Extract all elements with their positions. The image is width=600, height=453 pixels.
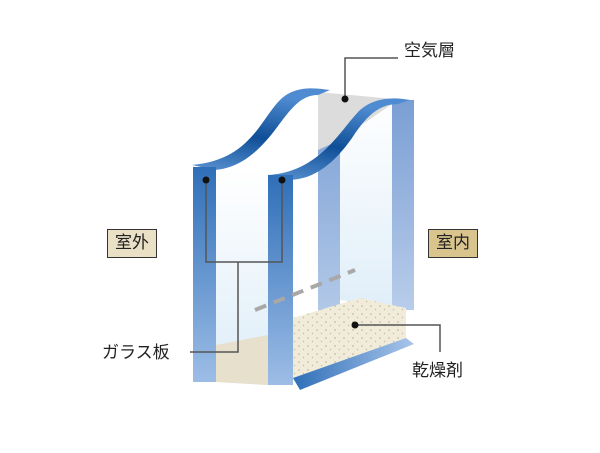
desiccant-label: 乾燥剤	[412, 361, 463, 381]
air-layer-label: 空気層	[404, 41, 455, 61]
indoor-tag: 室内	[428, 229, 478, 258]
inner-glass-wave	[268, 98, 410, 180]
leader-lines	[190, 57, 441, 353]
desiccant-spacer	[216, 298, 414, 390]
outer-glass-wave	[192, 88, 330, 170]
depth-dashed-line	[254, 268, 356, 312]
outer-glass-pane	[193, 167, 293, 385]
leader-dots	[202, 95, 359, 329]
outdoor-tag: 室外	[107, 229, 157, 258]
glass-pane-label: ガラス板	[102, 343, 170, 363]
